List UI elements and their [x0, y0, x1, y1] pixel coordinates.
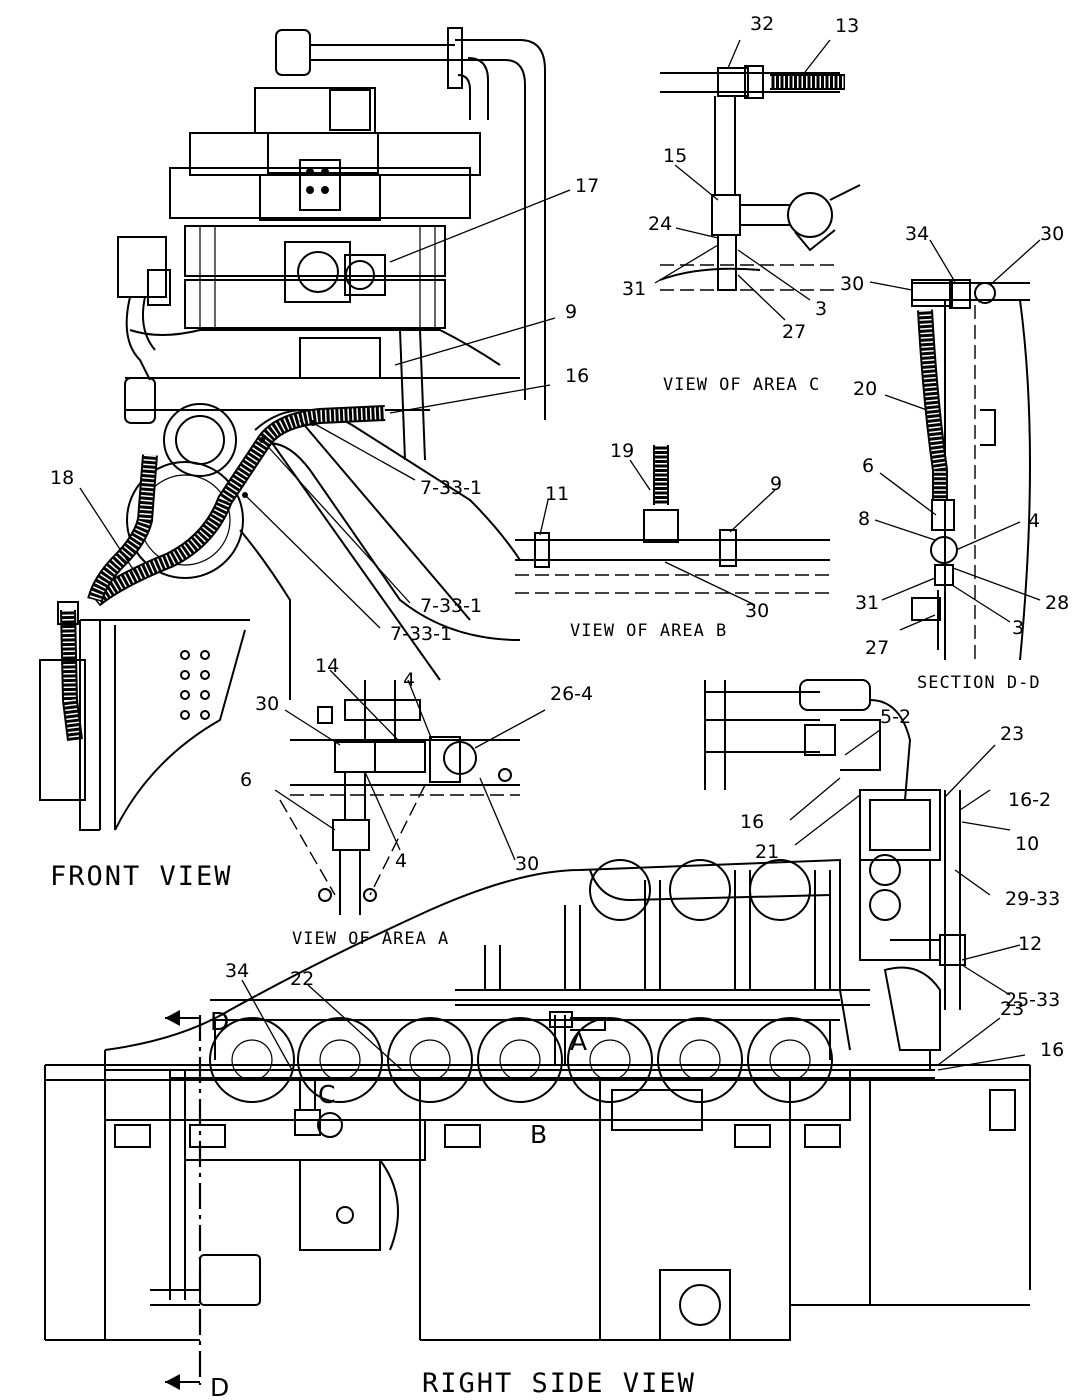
- callout-d-6: 6: [862, 455, 874, 477]
- callout-s-22: 22: [290, 968, 314, 990]
- callout-s-5-2: 5-2: [880, 706, 911, 728]
- callout-d-30-b: 30: [840, 273, 864, 295]
- callout-b-11: 11: [545, 483, 569, 505]
- callout-s-29-33: 29-33: [1005, 888, 1060, 910]
- front-view-drawing: [39, 27, 571, 831]
- callout-a-4-a: 4: [403, 669, 415, 691]
- callout-front-18: 18: [50, 467, 74, 489]
- callout-s-23-b: 23: [1000, 998, 1024, 1020]
- callout-c-31: 31: [622, 278, 646, 300]
- crankcase-covers: [209, 1017, 833, 1103]
- section-marker-d-bottom: D: [210, 1373, 229, 1400]
- callout-s-10: 10: [1015, 833, 1039, 855]
- callout-d-31: 31: [855, 592, 879, 614]
- callout-d-20: 20: [853, 378, 877, 400]
- callout-a-26-4: 26-4: [550, 683, 593, 705]
- callout-front-16: 16: [565, 365, 589, 387]
- callout-s-12: 12: [1018, 933, 1042, 955]
- caption-front-view: FRONT VIEW: [50, 861, 233, 892]
- callout-a-30-a: 30: [255, 693, 279, 715]
- area-marker-a: A: [570, 1027, 587, 1056]
- callout-s-25-33: 25-33: [1005, 989, 1060, 1011]
- caption-view-area-b: VIEW OF AREA B: [570, 621, 727, 641]
- area-marker-b: B: [530, 1120, 547, 1149]
- callout-s-16-b: 16: [1040, 1039, 1064, 1061]
- callout-d-28: 28: [1045, 592, 1069, 614]
- callout-front-7-33-1-b: 7-33-1: [420, 595, 482, 617]
- callout-d-30-a: 30: [1040, 223, 1064, 245]
- callout-c-15: 15: [663, 145, 687, 167]
- callout-a-4-b: 4: [395, 850, 407, 872]
- caption-right-side-view: RIGHT SIDE VIEW: [422, 1368, 696, 1399]
- callout-front-7-33-1-c: 7-33-1: [390, 623, 452, 645]
- callout-a-14: 14: [315, 655, 339, 677]
- section-dd-drawing: [869, 239, 1041, 661]
- callout-b-30: 30: [745, 600, 769, 622]
- area-b-drawing: [515, 445, 830, 606]
- callout-b-19: 19: [610, 440, 634, 462]
- callout-d-4: 4: [1028, 510, 1040, 532]
- callout-a-30-b: 30: [515, 853, 539, 875]
- callout-d-3: 3: [1012, 617, 1024, 639]
- callout-s-21: 21: [755, 841, 779, 863]
- cylinder-heads: [589, 859, 831, 921]
- callout-d-27: 27: [865, 637, 889, 659]
- callout-d-34: 34: [905, 223, 929, 245]
- caption-view-area-c: VIEW OF AREA C: [663, 375, 820, 395]
- callout-c-24: 24: [648, 213, 672, 235]
- caption-view-area-a: VIEW OF AREA A: [292, 929, 449, 949]
- callout-d-8: 8: [858, 508, 870, 530]
- callout-c-13: 13: [835, 15, 859, 37]
- section-marker-d-top: D: [210, 1007, 229, 1036]
- area-c-drawing: [654, 39, 861, 321]
- callout-s-16-2: 16-2: [1008, 789, 1051, 811]
- callout-b-9: 9: [770, 473, 782, 495]
- callout-front-9: 9: [565, 301, 577, 323]
- callout-front-7-33-1-a: 7-33-1: [420, 477, 482, 499]
- callout-c-32: 32: [750, 13, 774, 35]
- callout-a-6: 6: [240, 769, 252, 791]
- callout-c-3: 3: [815, 298, 827, 320]
- callout-s-34: 34: [225, 960, 249, 982]
- callout-s-23-a: 23: [1000, 723, 1024, 745]
- area-marker-c: C: [318, 1080, 335, 1109]
- callout-c-27: 27: [782, 321, 806, 343]
- callout-front-17: 17: [575, 175, 599, 197]
- area-a-drawing: [274, 669, 546, 915]
- caption-section-dd: SECTION D-D: [917, 673, 1041, 693]
- callout-s-16-a: 16: [740, 811, 764, 833]
- right-side-view-drawing: [44, 679, 1031, 1390]
